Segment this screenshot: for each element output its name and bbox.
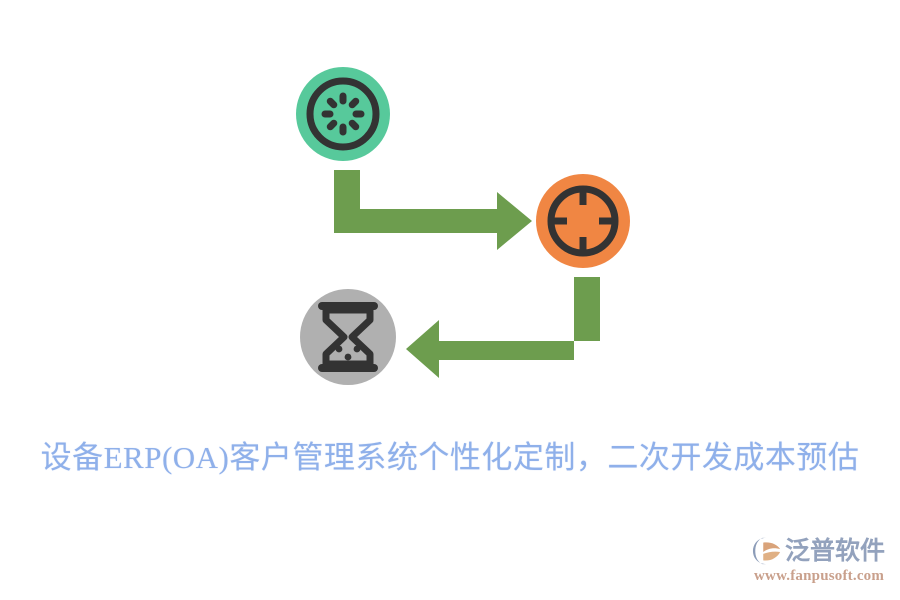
caption-text: 设备ERP(OA)客户管理系统个性化定制，二次开发成本预估 (40, 440, 860, 475)
hourglass-body (322, 306, 374, 368)
spinner-outer-ring (306, 77, 380, 151)
node-crosshair-target (536, 174, 630, 268)
logo-swoosh-upper (763, 542, 781, 552)
hourglass-grain-2 (353, 345, 361, 353)
logo-swoosh-lower (763, 551, 781, 561)
diagram-canvas (296, 67, 630, 385)
watermark-brand-name: 泛普软件 (785, 537, 886, 565)
node-loading-spinner (296, 67, 390, 161)
watermark-logo: 泛普软件 www.fanpusoft.com (752, 530, 892, 592)
arrow-2-shape (406, 277, 600, 378)
logo-crescent (752, 537, 767, 565)
node-hourglass (300, 289, 396, 385)
hourglass-grain-1 (335, 345, 343, 353)
crosshair-target-icon (547, 185, 619, 257)
process-flow-diagram (296, 67, 630, 385)
arrow-1-connector (334, 170, 532, 250)
loading-spinner-icon (306, 77, 380, 151)
hourglass-icon (318, 302, 378, 372)
watermark-brand-row: 泛普软件 (752, 534, 885, 568)
spinner-dashes (321, 92, 365, 136)
hourglass-grain-3 (344, 353, 352, 361)
fanpu-logo-icon (752, 537, 781, 565)
arrow-2-connector (406, 277, 600, 378)
arrow-1-shape (334, 170, 532, 250)
crosshair-ticks (548, 186, 618, 256)
watermark-url: www.fanpusoft.com (754, 568, 885, 584)
